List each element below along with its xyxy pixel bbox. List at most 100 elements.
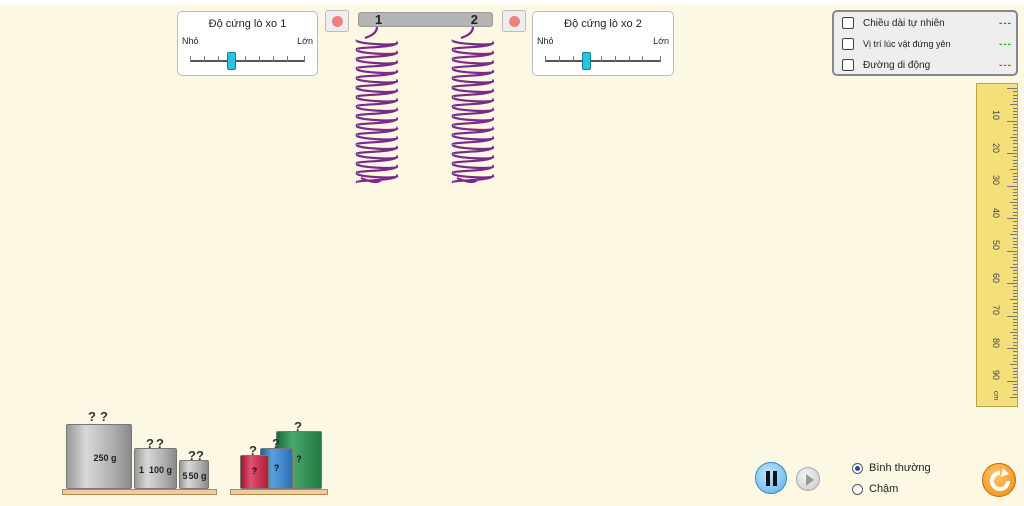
slider2-min-label: Nhỏ bbox=[537, 36, 554, 46]
ruler-tick bbox=[1010, 104, 1017, 106]
green-dash-icon: --- bbox=[999, 38, 1012, 50]
ruler-tick bbox=[1007, 120, 1017, 122]
ruler-tick bbox=[1013, 305, 1017, 307]
slider1-thumb[interactable] bbox=[226, 52, 236, 70]
ruler-tick bbox=[1007, 315, 1017, 317]
unknown-weight-red[interactable]: ? bbox=[240, 455, 269, 489]
ruler-tick bbox=[1013, 101, 1017, 102]
ruler-tick bbox=[1013, 361, 1017, 362]
spring2-stop-button[interactable] bbox=[502, 10, 526, 32]
ruler-label: 30 bbox=[991, 174, 1002, 186]
checkbox[interactable] bbox=[842, 17, 854, 29]
step-button[interactable] bbox=[796, 467, 820, 491]
ruler-tick bbox=[1013, 110, 1017, 112]
speed-normal-radio[interactable]: Bình thường bbox=[852, 462, 931, 474]
ruler-tick bbox=[1013, 312, 1017, 314]
display-options-panel: Chiều dài tự nhiên--- Vị trí lúc vật đứn… bbox=[832, 10, 1018, 76]
slider2-track[interactable] bbox=[545, 52, 661, 70]
slider2-thumb[interactable] bbox=[582, 52, 592, 70]
spring2-label: 2 bbox=[470, 12, 478, 27]
ruler-tick bbox=[1013, 123, 1017, 125]
ruler-tick bbox=[1013, 289, 1017, 291]
ruler-tick bbox=[1013, 279, 1017, 281]
hook-icon: ? bbox=[88, 409, 96, 424]
ruler-tick bbox=[1007, 250, 1017, 252]
ruler-tick bbox=[1013, 133, 1017, 135]
ruler-tick bbox=[1010, 169, 1017, 171]
ruler-tick bbox=[1013, 318, 1017, 320]
reset-button[interactable] bbox=[982, 463, 1016, 497]
ruler-tick bbox=[1013, 387, 1017, 388]
ruler-tick bbox=[1010, 396, 1017, 398]
ruler-tick bbox=[1013, 240, 1017, 242]
ruler-tick bbox=[1013, 383, 1017, 385]
ruler-tick bbox=[1013, 325, 1017, 327]
pause-button[interactable] bbox=[755, 462, 787, 494]
ruler-tick bbox=[1013, 149, 1017, 151]
ruler-tick bbox=[1013, 208, 1017, 210]
spring1-stop-button[interactable] bbox=[325, 10, 349, 32]
ruler-unit: cm bbox=[992, 390, 1000, 401]
ruler-tick bbox=[1013, 114, 1017, 115]
speed-slow-radio[interactable]: Chậm bbox=[852, 483, 898, 495]
ruler-tick bbox=[1010, 331, 1017, 333]
step-forward-icon bbox=[806, 474, 814, 486]
spring1-stiffness-panel: Độ cứng lò xo 1 Nhỏ Lớn bbox=[177, 11, 318, 76]
ruler-tick bbox=[1013, 263, 1017, 265]
hook-icon: ? bbox=[188, 448, 196, 463]
ruler-tick bbox=[1013, 260, 1017, 262]
option-equilibrium-position[interactable]: Vị trí lúc vật đứng yên--- bbox=[842, 35, 1012, 53]
hook-icon: ? bbox=[146, 436, 154, 451]
ruler-tick bbox=[1013, 302, 1017, 304]
ruler-tick bbox=[1013, 273, 1017, 275]
option-movable-line[interactable]: Đường di động--- bbox=[842, 56, 1012, 74]
ruler-tick bbox=[1013, 192, 1017, 193]
ruler-label: 90 bbox=[991, 369, 1002, 381]
weight-250g[interactable]: 250 g bbox=[66, 424, 132, 489]
slider1-max-label: Lớn bbox=[297, 36, 313, 46]
ruler-tick bbox=[1013, 91, 1017, 93]
ruler-tick bbox=[1010, 234, 1017, 236]
ruler-tick bbox=[1013, 309, 1017, 310]
ruler-tick bbox=[1013, 140, 1017, 141]
ruler-tick bbox=[1013, 205, 1017, 206]
checkbox[interactable] bbox=[842, 38, 854, 50]
ruler-tick bbox=[1013, 179, 1017, 180]
ruler-tick bbox=[1013, 175, 1017, 177]
checkbox[interactable] bbox=[842, 59, 854, 71]
ruler-tick bbox=[1013, 127, 1017, 128]
weight-label: ? bbox=[273, 463, 280, 473]
option-label: Chiều dài tự nhiên bbox=[863, 17, 945, 29]
ruler-tick bbox=[1013, 211, 1017, 213]
slider1-title: Độ cứng lò xo 1 bbox=[208, 18, 287, 30]
ruler-label: 70 bbox=[991, 304, 1002, 316]
spring-2[interactable] bbox=[451, 26, 495, 184]
weight-label: ? bbox=[296, 454, 302, 464]
slider1-track[interactable] bbox=[190, 52, 305, 70]
ruler-tick bbox=[1013, 370, 1017, 372]
ruler-tick bbox=[1013, 367, 1017, 369]
red-dash-icon: --- bbox=[999, 59, 1012, 71]
ruler-tick bbox=[1013, 253, 1017, 255]
ruler-tick bbox=[1013, 159, 1017, 161]
ruler-label: 50 bbox=[991, 239, 1002, 251]
ruler-tick bbox=[1013, 198, 1017, 200]
ruler-tick bbox=[1013, 237, 1017, 239]
ruler-label: 80 bbox=[991, 337, 1002, 348]
ruler-tick bbox=[1007, 153, 1017, 154]
ruler-tick bbox=[1007, 88, 1017, 89]
spring-1[interactable] bbox=[355, 26, 399, 184]
ruler-tick bbox=[1013, 227, 1017, 229]
weight-label: 250 g bbox=[93, 453, 117, 463]
ruler-tick bbox=[1013, 117, 1017, 119]
hook-icon: ? bbox=[100, 409, 108, 424]
reset-icon bbox=[990, 468, 1010, 491]
option-natural-length[interactable]: Chiều dài tự nhiên--- bbox=[842, 14, 1012, 32]
ruler-label: 60 bbox=[991, 272, 1002, 283]
ruler-tick bbox=[1013, 195, 1017, 197]
speed-slow-label: Chậm bbox=[869, 483, 899, 495]
hook-icon: ? bbox=[249, 443, 257, 458]
